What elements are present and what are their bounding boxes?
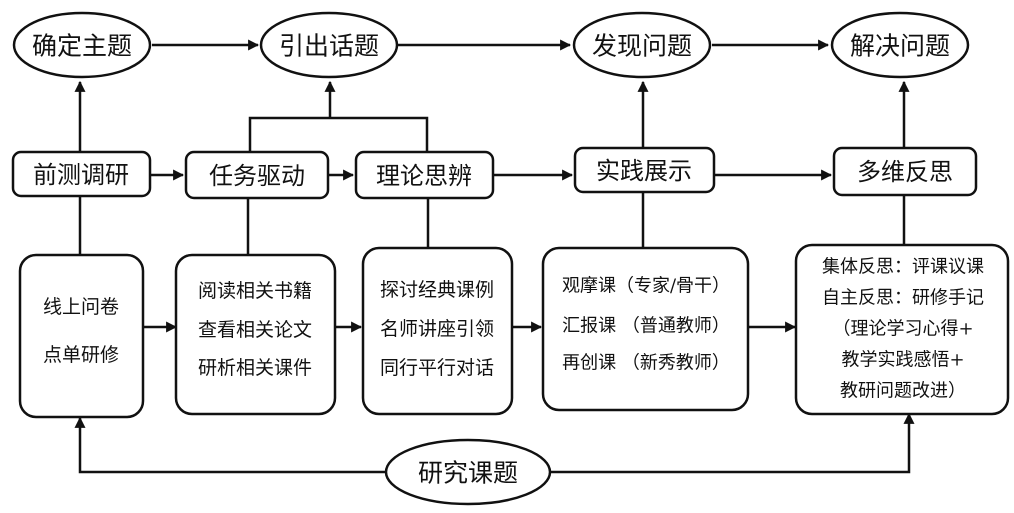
discussion-line-2: 名师讲座引领: [380, 318, 494, 340]
reflection-line-5: 教研问题改进）: [840, 381, 966, 402]
arrow-research-left: [74, 416, 385, 474]
label-research-project: 研究课题: [418, 459, 518, 488]
label-raise-topic: 引出话题: [279, 32, 379, 61]
oval-research-project: [384, 438, 552, 506]
step-theory-label: 理论思辨: [376, 162, 472, 190]
step-practice: [573, 146, 716, 194]
oval-raise-topic: [259, 11, 399, 79]
online-line-1: 线上问卷: [43, 296, 119, 318]
reading-line-1: 阅读相关书籍: [198, 280, 312, 302]
step-reflection-label: 多维反思: [857, 158, 953, 186]
box-reading: [174, 253, 337, 416]
connector-task-theory: [248, 116, 429, 152]
label-confirm-topic: 确定主题: [32, 32, 132, 61]
step-theory: [354, 150, 495, 200]
step-practice-label: 实践展示: [596, 157, 692, 185]
step-pretest: [11, 150, 152, 198]
online-line-2: 点单研修: [43, 344, 119, 366]
arrow-research-right: [551, 412, 915, 474]
step-task-driven: [184, 150, 330, 200]
reflection-line-1: 集体反思：评课议课: [822, 257, 984, 278]
oval-find-problem: [572, 11, 712, 79]
lessons-line-3: 再创课 （新秀教师）: [562, 353, 730, 374]
box-online: [18, 253, 145, 419]
oval-solve-problem: [830, 11, 970, 79]
reflection-line-3: （理论学习心得+: [832, 319, 973, 340]
box-discussion: [361, 246, 514, 416]
discussion-line-1: 探讨经典课例: [380, 279, 494, 301]
reading-line-2: 查看相关论文: [198, 319, 312, 341]
reading-line-3: 研析相关课件: [198, 357, 312, 379]
label-find-problem: 发现问题: [592, 32, 692, 61]
lessons-line-1: 观摩课（专家/骨干）: [562, 276, 730, 297]
step-task-driven-label: 任务驱动: [209, 162, 305, 190]
label-solve-problem: 解决问题: [850, 32, 950, 61]
step-pretest-label: 前测调研: [33, 161, 129, 189]
step-reflection: [832, 146, 978, 197]
reflection-line-4: 教学实践感悟+: [841, 350, 964, 371]
discussion-line-3: 同行平行对话: [380, 357, 494, 379]
box-lessons: [541, 246, 750, 412]
box-reflection: [794, 243, 1010, 416]
oval-confirm-topic: [12, 11, 152, 79]
lessons-line-2: 汇报课 （普通教师）: [562, 316, 730, 337]
reflection-line-2: 自主反思：研修手记: [822, 288, 984, 309]
